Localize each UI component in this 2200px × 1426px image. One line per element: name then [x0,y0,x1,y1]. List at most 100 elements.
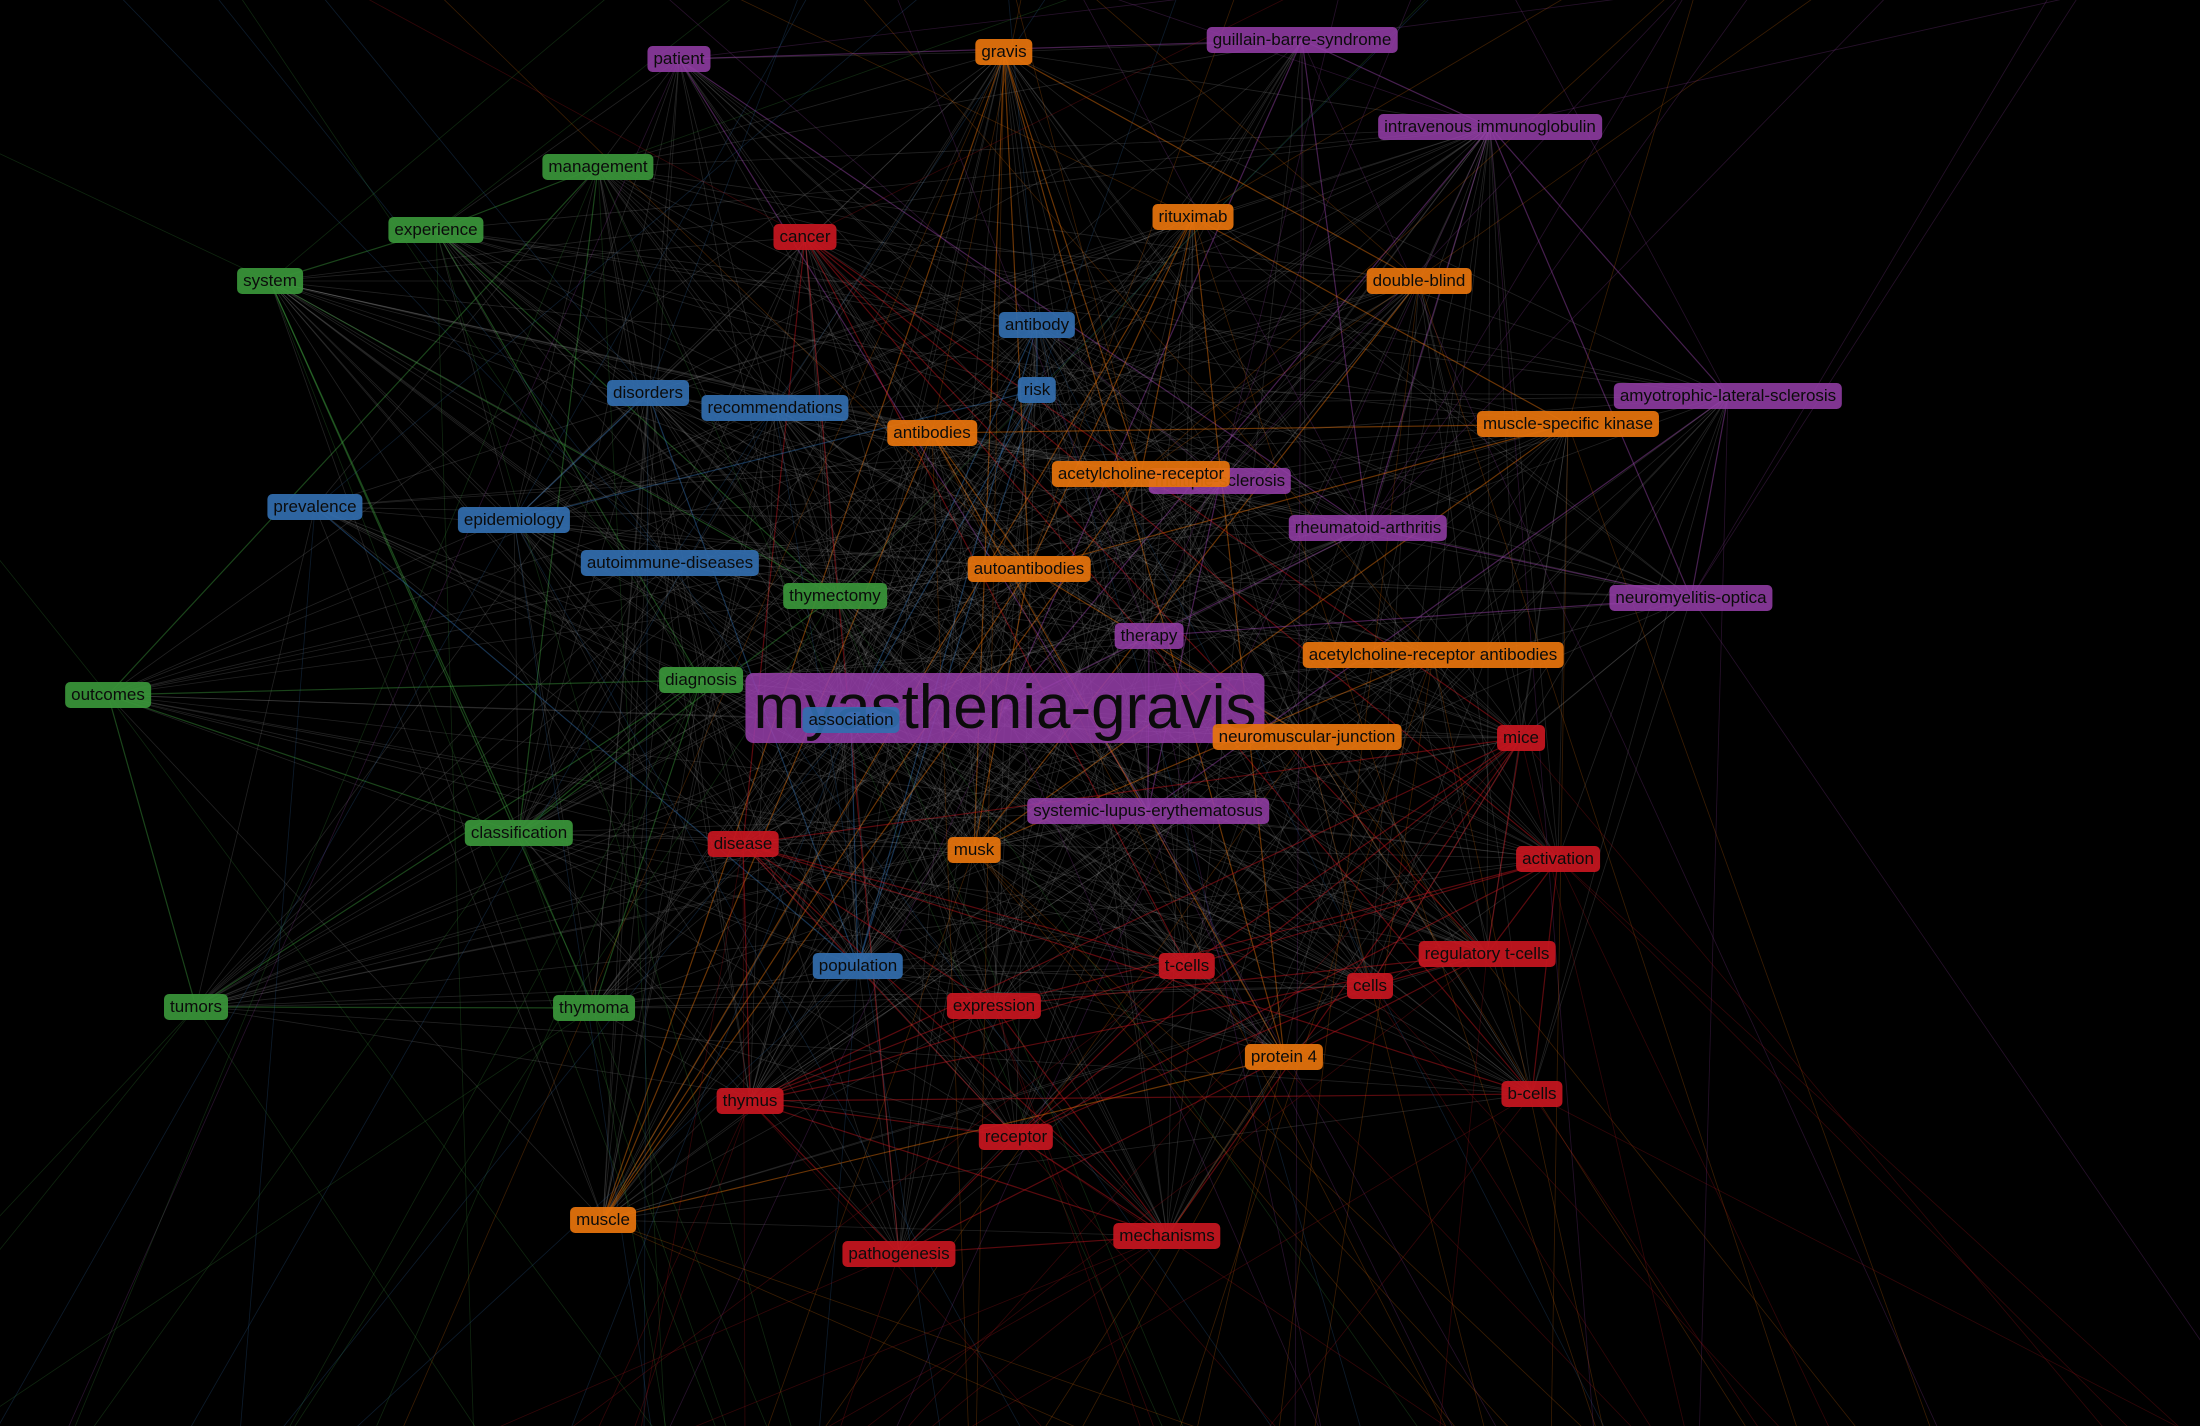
node-recommendations[interactable]: recommendations [701,395,849,421]
edge-offscreen [1699,395,1729,1426]
node-population[interactable]: population [812,953,904,979]
node-thymoma[interactable]: thymoma [553,995,635,1021]
node-autoantibodies[interactable]: autoantibodies [967,556,1091,582]
node-classification[interactable]: classification [464,820,574,846]
node-neuromyelitis-optica[interactable]: neuromyelitis-optica [1609,585,1773,611]
node-autoimmune-diseases[interactable]: autoimmune-diseases [580,550,760,576]
edge [774,51,1005,409]
edge [742,737,1522,845]
edge [857,965,1168,1237]
edge-offscreen [669,707,1006,1426]
node-rituximab[interactable]: rituximab [1152,204,1234,230]
edge [993,810,1149,1007]
edge-offscreen [68,58,680,1426]
edge [647,392,744,845]
edge-offscreen [647,0,798,394]
edge [1369,423,1569,987]
edge [1418,280,1559,860]
node-thymus[interactable]: thymus [716,1088,784,1114]
node-cancer[interactable]: cancer [773,224,837,250]
edge [513,51,1005,521]
node-muscle[interactable]: muscle [570,1207,636,1233]
node-association[interactable]: association [802,707,900,733]
node-neuromuscular-junction[interactable]: neuromuscular-junction [1212,724,1402,750]
edge [1166,654,1434,1237]
edge [269,280,520,834]
edge [1486,126,1491,955]
edge [850,719,859,967]
node-antibody[interactable]: antibody [998,312,1076,338]
node-activation[interactable]: activation [1516,846,1600,872]
node-mechanisms[interactable]: mechanisms [1113,1223,1221,1249]
node-protein-4[interactable]: protein 4 [1244,1044,1324,1070]
edge [518,832,751,1102]
edge-offscreen [1197,1056,1285,1426]
node-cells[interactable]: cells [1346,973,1394,999]
edge [602,1056,1285,1221]
edge [1003,51,1142,475]
edge [107,216,1194,696]
edge [593,719,852,1009]
node-rheumatoid-arthritis[interactable]: rheumatoid-arthritis [1288,515,1448,541]
node-disorders[interactable]: disorders [607,380,689,406]
edge [898,953,1488,1255]
edge-offscreen [1045,1056,1285,1426]
edge [269,280,776,409]
node-musk[interactable]: musk [947,837,1001,863]
node-prevalence[interactable]: prevalence [267,494,363,520]
node-system[interactable]: system [237,268,303,294]
edge [269,280,515,521]
node-thymectomy[interactable]: thymectomy [783,583,887,609]
edge [804,236,1533,1095]
node-disease[interactable]: disease [707,831,779,857]
node-antibodies[interactable]: antibodies [887,420,977,446]
node-outcomes[interactable]: outcomes [65,682,151,708]
node-patient[interactable]: patient [647,46,711,72]
edge [993,654,1434,1007]
node-amyotrophic-lateral-sclerosis[interactable]: amyotrophic-lateral-sclerosis [1613,383,1843,409]
edge-offscreen [749,1100,1042,1426]
edge-offscreen [240,506,316,1426]
edge [1004,707,1488,955]
node-experience[interactable]: experience [388,217,484,243]
node-systemic-lupus-erythematosus[interactable]: systemic-lupus-erythematosus [1027,798,1269,824]
edge [435,229,671,564]
node-tumors[interactable]: tumors [164,994,228,1020]
edge-offscreen [742,843,746,1426]
node-diagnosis[interactable]: diagnosis [659,667,743,693]
edge [749,1093,1533,1102]
node-mice[interactable]: mice [1497,725,1545,751]
node-therapy[interactable]: therapy [1114,623,1184,649]
node-t-cells[interactable]: t-cells [1158,953,1216,979]
edge-offscreen [107,694,653,1426]
edge-offscreen [195,1006,476,1426]
edge [593,392,649,1009]
edge [597,166,1420,282]
edge [107,694,520,834]
node-epidemiology[interactable]: epidemiology [457,507,571,533]
node-expression[interactable]: expression [946,993,1042,1019]
node-intravenous-immunoglobulin[interactable]: intravenous immunoglobulin [1378,114,1602,140]
node-acetylcholine-receptor-antibodies[interactable]: acetylcholine-receptor antibodies [1302,642,1564,668]
edge-offscreen [1306,736,1856,1426]
edge [314,506,604,1221]
node-guillain-barre-syndrome[interactable]: guillain-barre-syndrome [1206,27,1398,53]
node-b-cells[interactable]: b-cells [1501,1081,1563,1107]
node-double-blind[interactable]: double-blind [1366,268,1472,294]
node-risk[interactable]: risk [1017,377,1057,403]
edge [602,407,776,1221]
node-muscle-specific-kinase[interactable]: muscle-specific kinase [1476,411,1660,437]
node-pathogenesis[interactable]: pathogenesis [842,1241,956,1267]
edge [1015,810,1149,1138]
node-acetylcholine-receptor[interactable]: acetylcholine-receptor [1051,461,1231,487]
node-management[interactable]: management [542,154,654,180]
edge [1028,216,1194,570]
edge [1036,389,1729,397]
edge [1432,126,1491,656]
edge [269,280,1142,475]
node-gravis[interactable]: gravis [975,39,1033,65]
node-receptor[interactable]: receptor [978,1124,1054,1150]
edge [195,679,702,1008]
node-regulatory-t-cells[interactable]: regulatory t-cells [1418,941,1556,967]
